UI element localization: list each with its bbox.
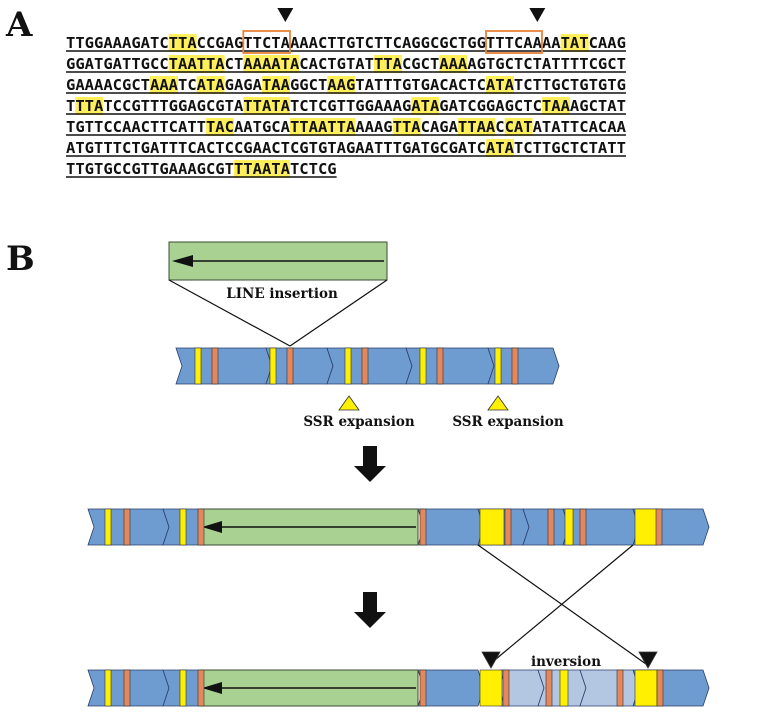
repeat-marker: [545, 669, 553, 707]
inversion-label: inversion: [531, 654, 601, 670]
inverted-segment: [579, 669, 640, 707]
repeat-marker: [419, 508, 427, 546]
repeat-marker: [579, 508, 587, 546]
motif-highlight: [205, 118, 234, 136]
target-site-box: [485, 30, 543, 54]
sequence-line: ATGTTTCTGATTTCACTCCGAACTCGTGTAGAATTTGATG…: [66, 139, 626, 157]
ssr-repeat: [494, 347, 502, 385]
chromosome-segment: [326, 347, 413, 385]
motif-highlight: [196, 76, 225, 94]
motif-highlight: [485, 139, 514, 157]
sequence-line: TTTATCCGTTTGGAGCGTATTATATCTCGTTGGAAAGATA…: [66, 97, 626, 115]
panel-a-label: A: [5, 5, 33, 45]
motif-highlight: [168, 55, 225, 73]
repeat-marker: [547, 508, 555, 546]
ssr-repeat: [179, 508, 187, 546]
ssr-repeat: [104, 508, 112, 546]
target-site-box: [242, 30, 291, 54]
motif-highlight: [373, 55, 402, 73]
chromosome-segment: [522, 508, 570, 546]
repeat-marker: [361, 347, 369, 385]
motif-highlight: [457, 118, 496, 136]
motif-highlight: [504, 118, 533, 136]
inversion-arrowhead: [638, 651, 658, 669]
repeat-marker: [511, 347, 519, 385]
motif-highlight: [411, 97, 440, 115]
chromosome-segment: [175, 347, 273, 385]
repeat-marker: [197, 508, 205, 546]
motif-highlight: [560, 34, 589, 52]
chromosome-segment: [405, 347, 495, 385]
insertion-guide-line: [168, 279, 291, 347]
motif-highlight: [149, 76, 178, 94]
ssr-expansion-label: SSR expansion: [303, 414, 414, 430]
motif-highlight: [485, 76, 514, 94]
repeat-marker: [197, 669, 205, 707]
inversion-arrowhead: [481, 651, 501, 669]
sequence-line: TGTTCCAACTTCATTTACAATGCATTAATTAAAAGTTACA…: [66, 118, 627, 136]
sequence-line: GAAAACGCTAAATCATAGAGATAAGGCTAAGTATTTGTGA…: [66, 76, 626, 94]
motif-highlight: [327, 76, 356, 94]
flow-arrow-head: [354, 466, 386, 482]
flow-arrow-shaft: [363, 592, 377, 614]
ssr-repeat: [634, 669, 658, 707]
motif-highlight: [261, 76, 290, 94]
line-arrow-head: [202, 682, 222, 694]
motif-highlight: [243, 97, 290, 115]
line-arrow-head: [202, 521, 222, 533]
repeat-marker: [436, 347, 444, 385]
panel-b-label: B: [6, 239, 35, 279]
repeat-marker: [655, 508, 663, 546]
motif-highlight: [75, 97, 104, 115]
ssr-expansion-label: SSR expansion: [452, 414, 563, 430]
repeat-marker: [123, 669, 131, 707]
repeat-marker: [504, 508, 512, 546]
motif-highlight: [541, 97, 570, 115]
line-insertion-label: LINE insertion: [226, 286, 338, 302]
repeat-marker: [656, 669, 664, 707]
ssr-repeat: [479, 508, 505, 546]
ssr-repeat: [559, 669, 569, 707]
repeat-marker: [502, 669, 510, 707]
sequence-panel: TTGGAAAGATCTTACCGAGTTCTAAAACTTGTCTTCAGGC…: [66, 8, 627, 178]
chromosome-segment: [417, 508, 485, 546]
ssr-repeat: [269, 347, 277, 385]
schematic-panel: LINE insertion SSR expansion SSR expansi…: [87, 241, 710, 707]
sequence-line: GGATGATTGCCTAATTACTAAAATACACTGTATTTACGCT…: [66, 55, 626, 73]
ssr-repeat: [419, 347, 427, 385]
repeat-marker: [419, 669, 427, 707]
ssr-repeat: [104, 669, 112, 707]
line-arrow-head: [172, 255, 193, 267]
motif-highlight: [439, 55, 468, 73]
insertion-guide-line: [289, 279, 388, 347]
motif-highlight: [243, 55, 300, 73]
motif-highlight: [392, 118, 421, 136]
ssr-repeat: [179, 669, 187, 707]
repeat-marker: [616, 669, 624, 707]
inversion-cross-line: [489, 544, 634, 665]
ssr-repeat: [344, 347, 352, 385]
motif-highlight: [168, 34, 197, 52]
ssr-repeat: [634, 508, 658, 546]
ssr-expansion-marker: [338, 395, 360, 411]
flow-arrow-head: [354, 612, 386, 628]
motif-highlight: [289, 118, 356, 136]
repeat-marker: [123, 508, 131, 546]
chromosome-segment: [562, 508, 640, 546]
ssr-repeat: [479, 669, 503, 707]
motif-highlight: [233, 160, 290, 178]
sequence-line: TTGTGCCGTTGAAAGCGTTTAATATCTCG: [66, 160, 337, 178]
repeat-marker: [286, 347, 294, 385]
ssr-repeat: [194, 347, 202, 385]
flow-arrow-shaft: [363, 446, 377, 468]
ssr-repeat: [564, 508, 574, 546]
repeat-marker: [211, 347, 219, 385]
chromosome-segment: [487, 347, 560, 385]
ssr-expansion-marker: [487, 395, 509, 411]
insertion-arrowhead: [277, 8, 294, 22]
insertion-arrowhead: [529, 8, 546, 22]
chromosome-segment: [417, 669, 485, 707]
